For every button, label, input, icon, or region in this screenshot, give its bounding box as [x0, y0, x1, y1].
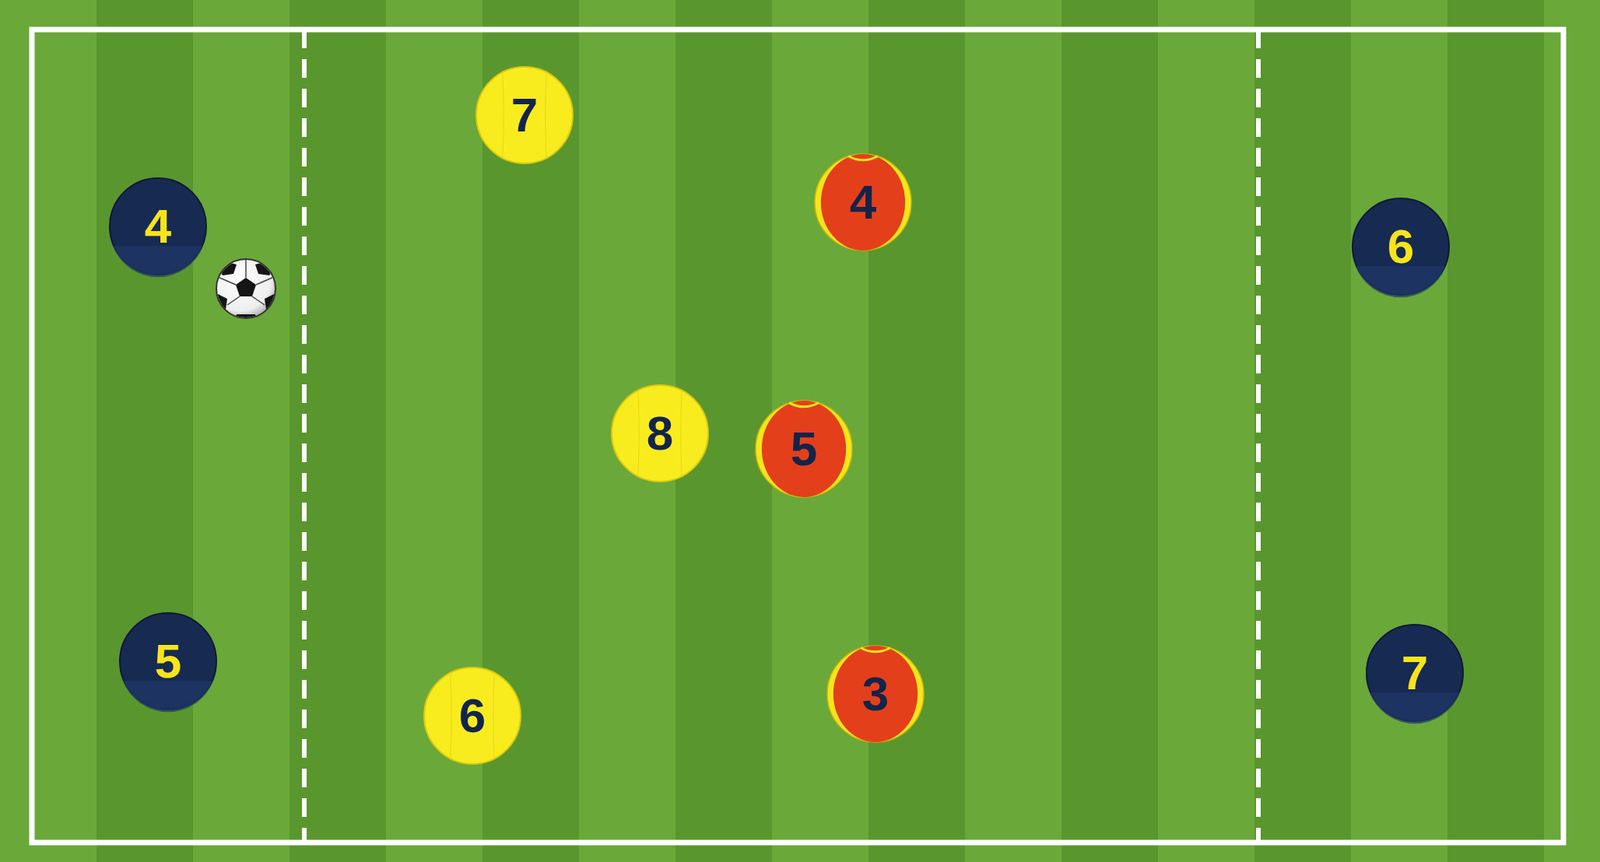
zone-line: [301, 29, 307, 843]
player-marker: 5: [754, 400, 853, 499]
player-number: 4: [849, 178, 877, 227]
player-marker: 7: [1365, 624, 1464, 723]
player-number: 5: [154, 637, 182, 686]
pitch-boundary: [31, 29, 1564, 843]
player-number: 6: [1387, 222, 1415, 271]
player-marker: 6: [1351, 197, 1450, 296]
player-number: 8: [646, 409, 674, 458]
zone-line: [1256, 29, 1261, 843]
player-marker: 8: [610, 384, 709, 483]
player-number: 4: [144, 202, 172, 251]
player-number: 6: [459, 691, 486, 741]
player-number: 7: [511, 91, 538, 140]
player-marker: 5: [119, 612, 218, 711]
player-marker: 3: [826, 645, 925, 744]
player-number: 7: [1401, 649, 1429, 698]
player-number: 3: [862, 670, 889, 719]
player-marker: 4: [814, 153, 913, 252]
player-marker: 4: [108, 177, 208, 276]
player-number: 5: [790, 424, 818, 474]
player-marker: 7: [475, 66, 574, 165]
football: [210, 259, 282, 324]
player-marker: 6: [423, 666, 522, 765]
